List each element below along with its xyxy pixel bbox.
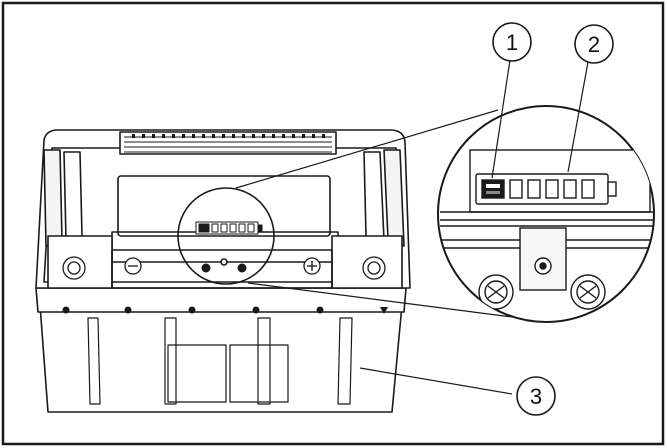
callout-1-label: 1 (506, 30, 518, 55)
callout-2: 2 (574, 24, 614, 64)
right-handle (383, 149, 405, 247)
detail-focus-circle (177, 187, 275, 285)
battery (35, 129, 411, 413)
battery-shoulder (35, 287, 407, 313)
callout-2-label: 2 (588, 32, 600, 57)
vent-slots (124, 136, 332, 153)
charge-led-indicator (481, 179, 505, 199)
callout-leaders (359, 59, 589, 395)
minus-symbol (124, 257, 142, 275)
label-panel (117, 175, 331, 237)
zoom-screw-right (570, 274, 606, 310)
zoom-charge-indicator (475, 173, 617, 205)
callout-3: 3 (516, 376, 556, 416)
callout-1: 1 (492, 22, 532, 62)
left-handle (43, 149, 63, 247)
shoulder-rivets (62, 306, 388, 314)
zoom-detail (437, 105, 655, 323)
zoom-centre-sensor (534, 257, 552, 275)
plus-symbol (303, 257, 321, 275)
zoom-lines (235, 109, 521, 319)
negative-terminal (62, 256, 86, 280)
case-ribs (87, 317, 353, 405)
zoom-screw-left (478, 274, 514, 310)
mini-charge-indicator (195, 221, 263, 235)
callout-3-label: 3 (530, 384, 542, 409)
positive-terminal (362, 256, 386, 280)
vent-dots (132, 134, 325, 138)
